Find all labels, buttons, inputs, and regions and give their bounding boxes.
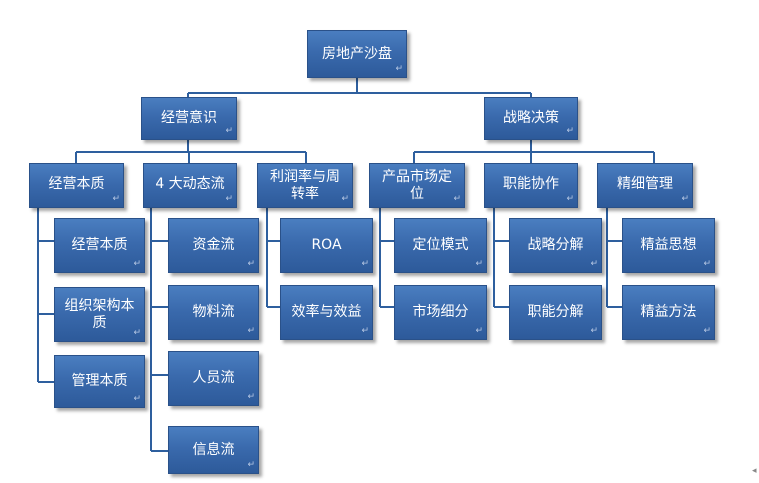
node-personnel-flow: 人员流 ↵ bbox=[168, 351, 259, 406]
node-label: 战略分解 bbox=[527, 237, 584, 253]
node-label: 职能分解 bbox=[527, 304, 584, 320]
return-mark-icon: ↵ bbox=[225, 126, 233, 136]
connector-product bbox=[379, 208, 394, 308]
return-mark-icon: ↵ bbox=[475, 326, 483, 336]
node-label: 战略决策 bbox=[503, 110, 559, 126]
node-label: 精益方法 bbox=[640, 304, 697, 320]
node-material-flow: 物料流 ↵ bbox=[168, 285, 259, 340]
return-mark-icon: ↵ bbox=[475, 259, 483, 269]
node-label: 利润率与周转率 bbox=[270, 168, 340, 202]
node-label: 资金流 bbox=[192, 237, 235, 253]
return-mark-icon: ↵ bbox=[247, 392, 255, 402]
node-label: 信息流 bbox=[192, 441, 235, 458]
return-mark-icon: ↵ bbox=[133, 328, 141, 338]
node-product-positioning: 产品市场定位↵ bbox=[369, 163, 465, 208]
node-label: ROA bbox=[311, 237, 342, 253]
node-org-essence: 组织架构本质↵ bbox=[54, 287, 145, 342]
node-root: 房地产沙盘↵ bbox=[307, 30, 407, 78]
node-label: 经营本质 bbox=[48, 176, 105, 192]
node-market-segment: 市场细分 ↵ bbox=[394, 285, 487, 340]
node-lean-thinking: 精益思想 ↵ bbox=[622, 218, 715, 273]
connector-essence bbox=[37, 208, 54, 383]
return-mark-icon: ↵ bbox=[681, 194, 689, 204]
node-roa: ROA ↵ bbox=[280, 218, 373, 273]
return-mark-icon: ↵ bbox=[247, 460, 255, 470]
node-label: 组织架构本质 bbox=[64, 297, 135, 331]
node-efficiency-benefit: 效率与效益 ↵ bbox=[280, 285, 373, 340]
connector-profit bbox=[266, 208, 280, 308]
node-function-breakdown: 职能分解 ↵ bbox=[509, 285, 602, 340]
node-label: 管理本质 bbox=[71, 373, 128, 389]
node-lean-method: 精益方法 ↵ bbox=[622, 285, 715, 340]
return-mark-icon: ↵ bbox=[703, 259, 711, 269]
node-label: 职能协作 bbox=[503, 176, 559, 192]
node-positioning-mode: 定位模式 ↵ bbox=[394, 218, 487, 273]
paragraph-mark-icon: ◂ bbox=[752, 466, 757, 476]
node-label: 定位模式 bbox=[412, 237, 469, 253]
return-mark-icon: ↵ bbox=[566, 194, 574, 204]
node-strategy-decision: 战略决策 ↵ bbox=[484, 97, 578, 140]
node-information-flow: 信息流 ↵ bbox=[168, 426, 259, 474]
connector-flows bbox=[150, 208, 168, 452]
return-mark-icon: ↵ bbox=[590, 259, 598, 269]
node-label: 房地产沙盘 bbox=[322, 45, 392, 62]
node-label: 效率与效益 bbox=[291, 304, 362, 320]
connector-root bbox=[187, 78, 532, 97]
return-mark-icon: ↵ bbox=[361, 326, 369, 336]
node-label: 物料流 bbox=[192, 304, 235, 320]
return-mark-icon: ↵ bbox=[247, 326, 255, 336]
return-mark-icon: ↵ bbox=[133, 394, 141, 404]
return-mark-icon: ↵ bbox=[703, 326, 711, 336]
node-label: 经营本质 bbox=[71, 237, 128, 253]
node-label: 精益思想 bbox=[640, 237, 697, 253]
node-label: 精细管理 bbox=[617, 176, 673, 192]
return-mark-icon: ↵ bbox=[566, 126, 574, 136]
return-mark-icon: ↵ bbox=[590, 326, 598, 336]
node-collaboration: 职能协作 ↵ bbox=[484, 163, 578, 208]
connector-collab bbox=[493, 208, 509, 308]
return-mark-icon: ↵ bbox=[341, 194, 349, 204]
return-mark-icon: ↵ bbox=[361, 259, 369, 269]
return-mark-icon: ↵ bbox=[112, 194, 120, 204]
node-profit-turnover: 利润率与周转率↵ bbox=[257, 163, 353, 208]
node-capital-flow: 资金流 ↵ bbox=[168, 218, 259, 273]
return-mark-icon: ↵ bbox=[247, 259, 255, 269]
node-label: 人员流 bbox=[192, 370, 235, 386]
node-management-essence: 管理本质 ↵ bbox=[54, 355, 145, 408]
node-essence: 经营本质 ↵ bbox=[29, 163, 124, 208]
node-mgmt-awareness: 经营意识 ↵ bbox=[141, 97, 237, 140]
connector-lean bbox=[606, 208, 622, 308]
node-business-essence: 经营本质 ↵ bbox=[54, 218, 145, 273]
node-strategy-breakdown: 战略分解 ↵ bbox=[509, 218, 602, 273]
node-label: 市场细分 bbox=[412, 304, 469, 320]
return-mark-icon: ↵ bbox=[453, 194, 461, 204]
return-mark-icon: ↵ bbox=[133, 259, 141, 269]
node-label: 4 大动态流 bbox=[155, 176, 225, 192]
return-mark-icon: ↵ bbox=[225, 194, 233, 204]
node-four-flows: 4 大动态流↵ bbox=[143, 163, 237, 208]
node-label: 经营意识 bbox=[161, 110, 217, 126]
connector-mgmt bbox=[75, 140, 307, 163]
connector-strategy bbox=[413, 140, 655, 163]
node-label: 产品市场定位 bbox=[382, 168, 452, 202]
return-mark-icon: ↵ bbox=[395, 64, 403, 74]
node-lean-mgmt: 精细管理 ↵ bbox=[597, 163, 693, 208]
